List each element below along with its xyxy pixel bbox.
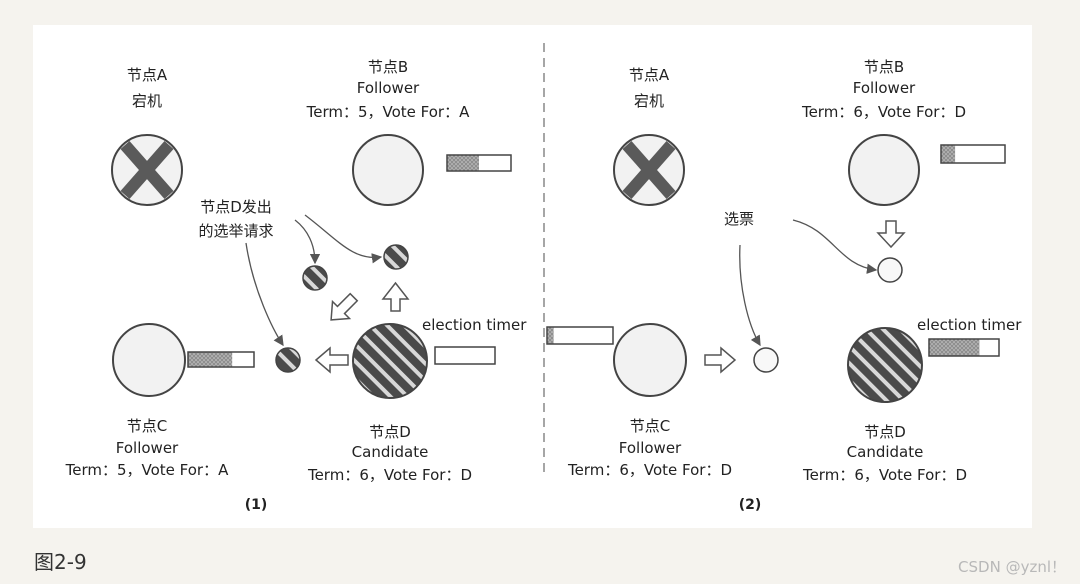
p1-nodeD-timer [434, 346, 496, 365]
p1-arrow-up-icon [381, 281, 410, 312]
p1-nodeB-circle [352, 134, 424, 206]
p1-nodeC-info: Term：5，Vote For：A [65, 461, 229, 479]
p2-vote-label: 选票 [724, 210, 754, 228]
p1-vote-request-msg-3 [275, 347, 301, 373]
p2-nodeB-name: 节点B [864, 58, 904, 76]
p1-subfigure-label: (1) [245, 497, 268, 513]
p2-nodeC-circle [613, 323, 687, 397]
p2-nodeD-circle [847, 327, 923, 403]
p1-nodeA-crashed-icon [111, 134, 183, 206]
figure-panel: 节点A 宕机 节点B Follower Term：5，Vote For：A 节点… [33, 25, 1032, 528]
p1-nodeA-status: 宕机 [132, 92, 162, 110]
p2-nodeA-crashed-icon [613, 134, 685, 206]
p1-nodeD-role: Candidate [352, 443, 429, 461]
p2-nodeD-role: Candidate [847, 443, 924, 461]
p1-timer-label: election timer [422, 316, 527, 334]
p1-nodeB-role: Follower [357, 79, 420, 97]
figure-caption: 图2-9 [34, 550, 87, 574]
p2-timer-label: election timer [917, 316, 1022, 334]
p2-nodeA-status: 宕机 [634, 92, 664, 110]
p1-annotation-line2: 的选举请求 [198, 222, 273, 240]
p2-down-arrow-icon [876, 220, 906, 249]
p1-nodeC-role: Follower [116, 439, 179, 457]
p1-nodeB-timer [446, 154, 512, 172]
p2-nodeA-name: 节点A [629, 66, 670, 84]
p2-nodeB-role: Follower [853, 79, 916, 97]
p2-subfigure-label: (2) [739, 497, 762, 513]
p1-nodeC-circle [112, 323, 186, 397]
p1-nodeC-timer [187, 351, 255, 368]
p1-vote-request-msg-2 [383, 244, 409, 270]
p1-nodeC-name: 节点C [127, 417, 167, 435]
p2-nodeC-role: Follower [619, 439, 682, 457]
p2-vote-msg-to-D [877, 257, 903, 283]
p2-nodeD-timer [928, 338, 1000, 357]
p1-annotation-arrow-3 [245, 242, 284, 347]
p2-nodeD-name: 节点D [864, 423, 906, 441]
p2-nodeC-timer [546, 326, 614, 345]
raft-election-diagram: 节点A 宕机 节点B Follower Term：5，Vote For：A 节点… [65, 43, 1022, 513]
p2-vote-arrow-2 [739, 244, 761, 347]
p2-vote-msg-from-C [753, 347, 779, 373]
p1-nodeA-name: 节点A [127, 66, 168, 84]
p1-nodeB-info: Term：5，Vote For：A [306, 103, 470, 121]
p2-nodeC-name: 节点C [630, 417, 670, 435]
p1-nodeB-name: 节点B [368, 58, 408, 76]
p1-nodeD-info: Term：6，Vote For：D [307, 466, 472, 484]
p1-annotation-line1: 节点D发出 [200, 198, 272, 216]
p2-right-arrow-icon [704, 346, 737, 374]
p1-arrow-upleft-icon [330, 292, 359, 321]
p2-nodeD-info: Term：6，Vote For：D [802, 466, 967, 484]
p2-nodeB-timer [940, 144, 1006, 164]
p1-annotation-arrow-2 [304, 214, 383, 264]
watermark: CSDN @yznl！ [958, 558, 1066, 576]
p2-nodeB-info: Term：6，Vote For：D [801, 103, 966, 121]
p1-nodeD-circle [352, 323, 428, 399]
p1-nodeD-name: 节点D [369, 423, 411, 441]
p1-vote-request-msg-1 [302, 265, 328, 291]
p2-nodeB-circle [848, 134, 920, 206]
p2-vote-arrow-1 [792, 219, 878, 274]
p1-annotation-arrow-1 [294, 219, 321, 265]
p1-arrow-left-icon [314, 346, 349, 374]
p2-nodeC-info: Term：6，Vote For：D [567, 461, 732, 479]
